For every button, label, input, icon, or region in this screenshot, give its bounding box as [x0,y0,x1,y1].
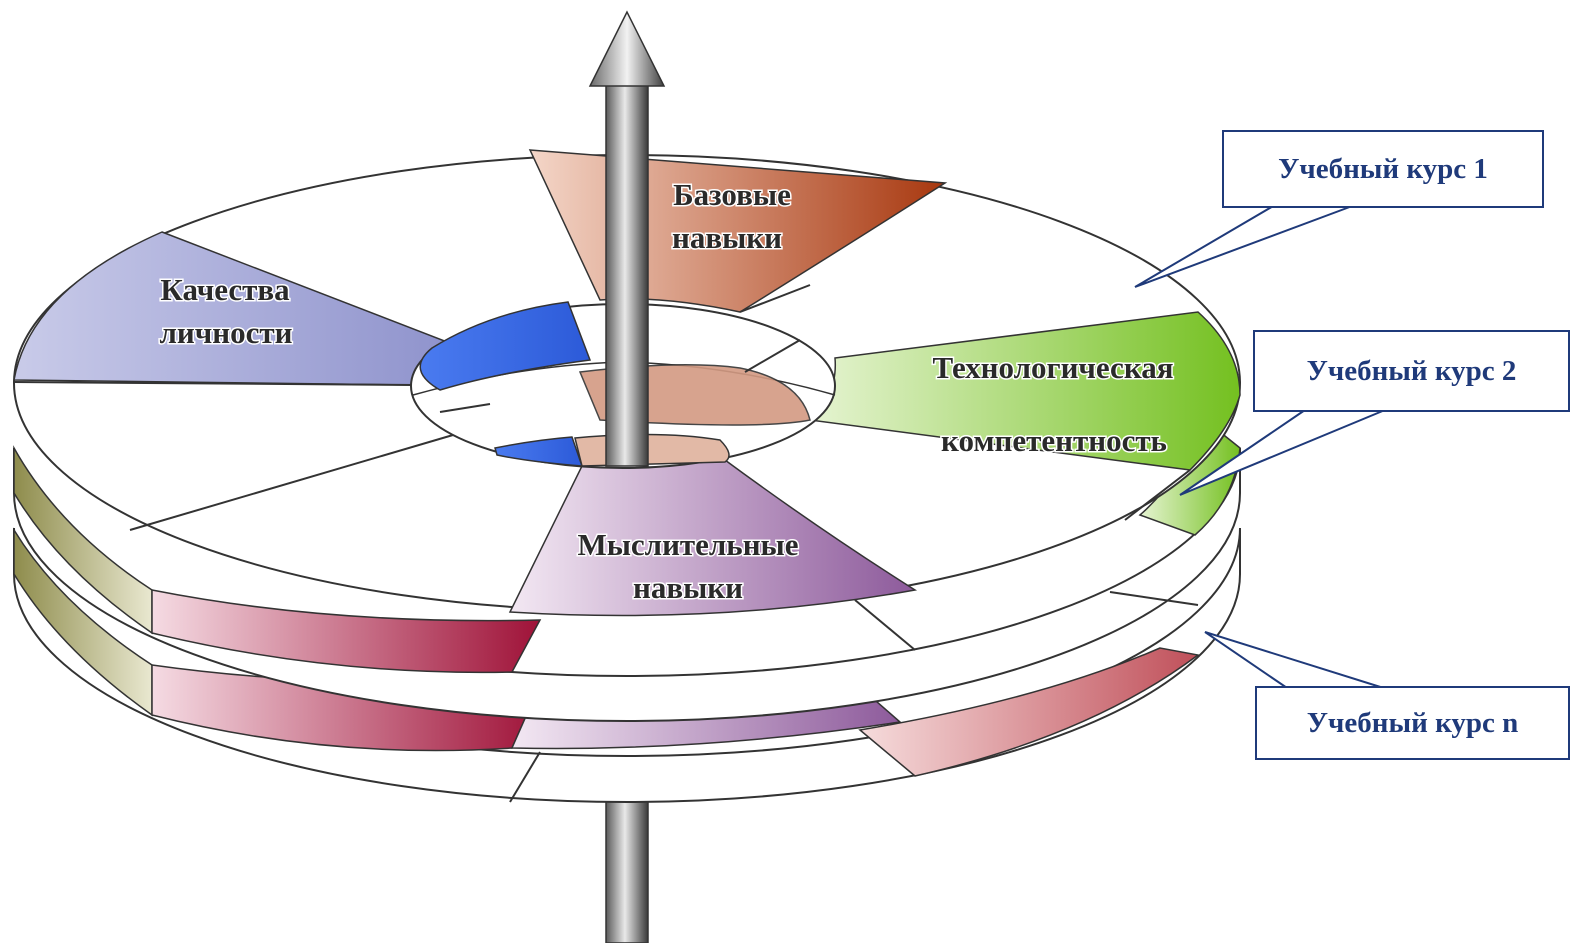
callout-course-1: Учебный курс 1 [1222,130,1544,208]
callout-course-n: Учебный курс n [1255,686,1570,760]
callout-course-1-text: Учебный курс 1 [1278,152,1488,185]
label-tech-competence-2: компетентность [941,423,1167,458]
callout-course-2-text: Учебный курс 2 [1306,354,1517,387]
label-personal-qualities-1: Качества [160,272,290,307]
axis-arrowhead [588,10,666,87]
label-thinking-skills-2: навыки [633,570,743,605]
callout-course-2: Учебный курс 2 [1253,330,1570,412]
label-base-skills-2: навыки [672,220,782,255]
axis-shaft-lower [605,799,649,943]
inner-blue-segment-upper [419,301,592,391]
label-base-skills-1: Базовые [673,177,791,212]
segment-thinking-skills [508,459,918,617]
label-thinking-skills-1: Мыслительные [577,527,798,562]
callout-pointer-course-1 [1134,204,1356,288]
callout-pointer-course-n [1204,631,1391,691]
label-tech-competence-1: Технологическая [933,350,1174,385]
axis-shaft-upper [605,81,649,467]
label-personal-qualities-2: личности [160,315,293,350]
callout-course-n-text: Учебный курс n [1306,706,1519,739]
